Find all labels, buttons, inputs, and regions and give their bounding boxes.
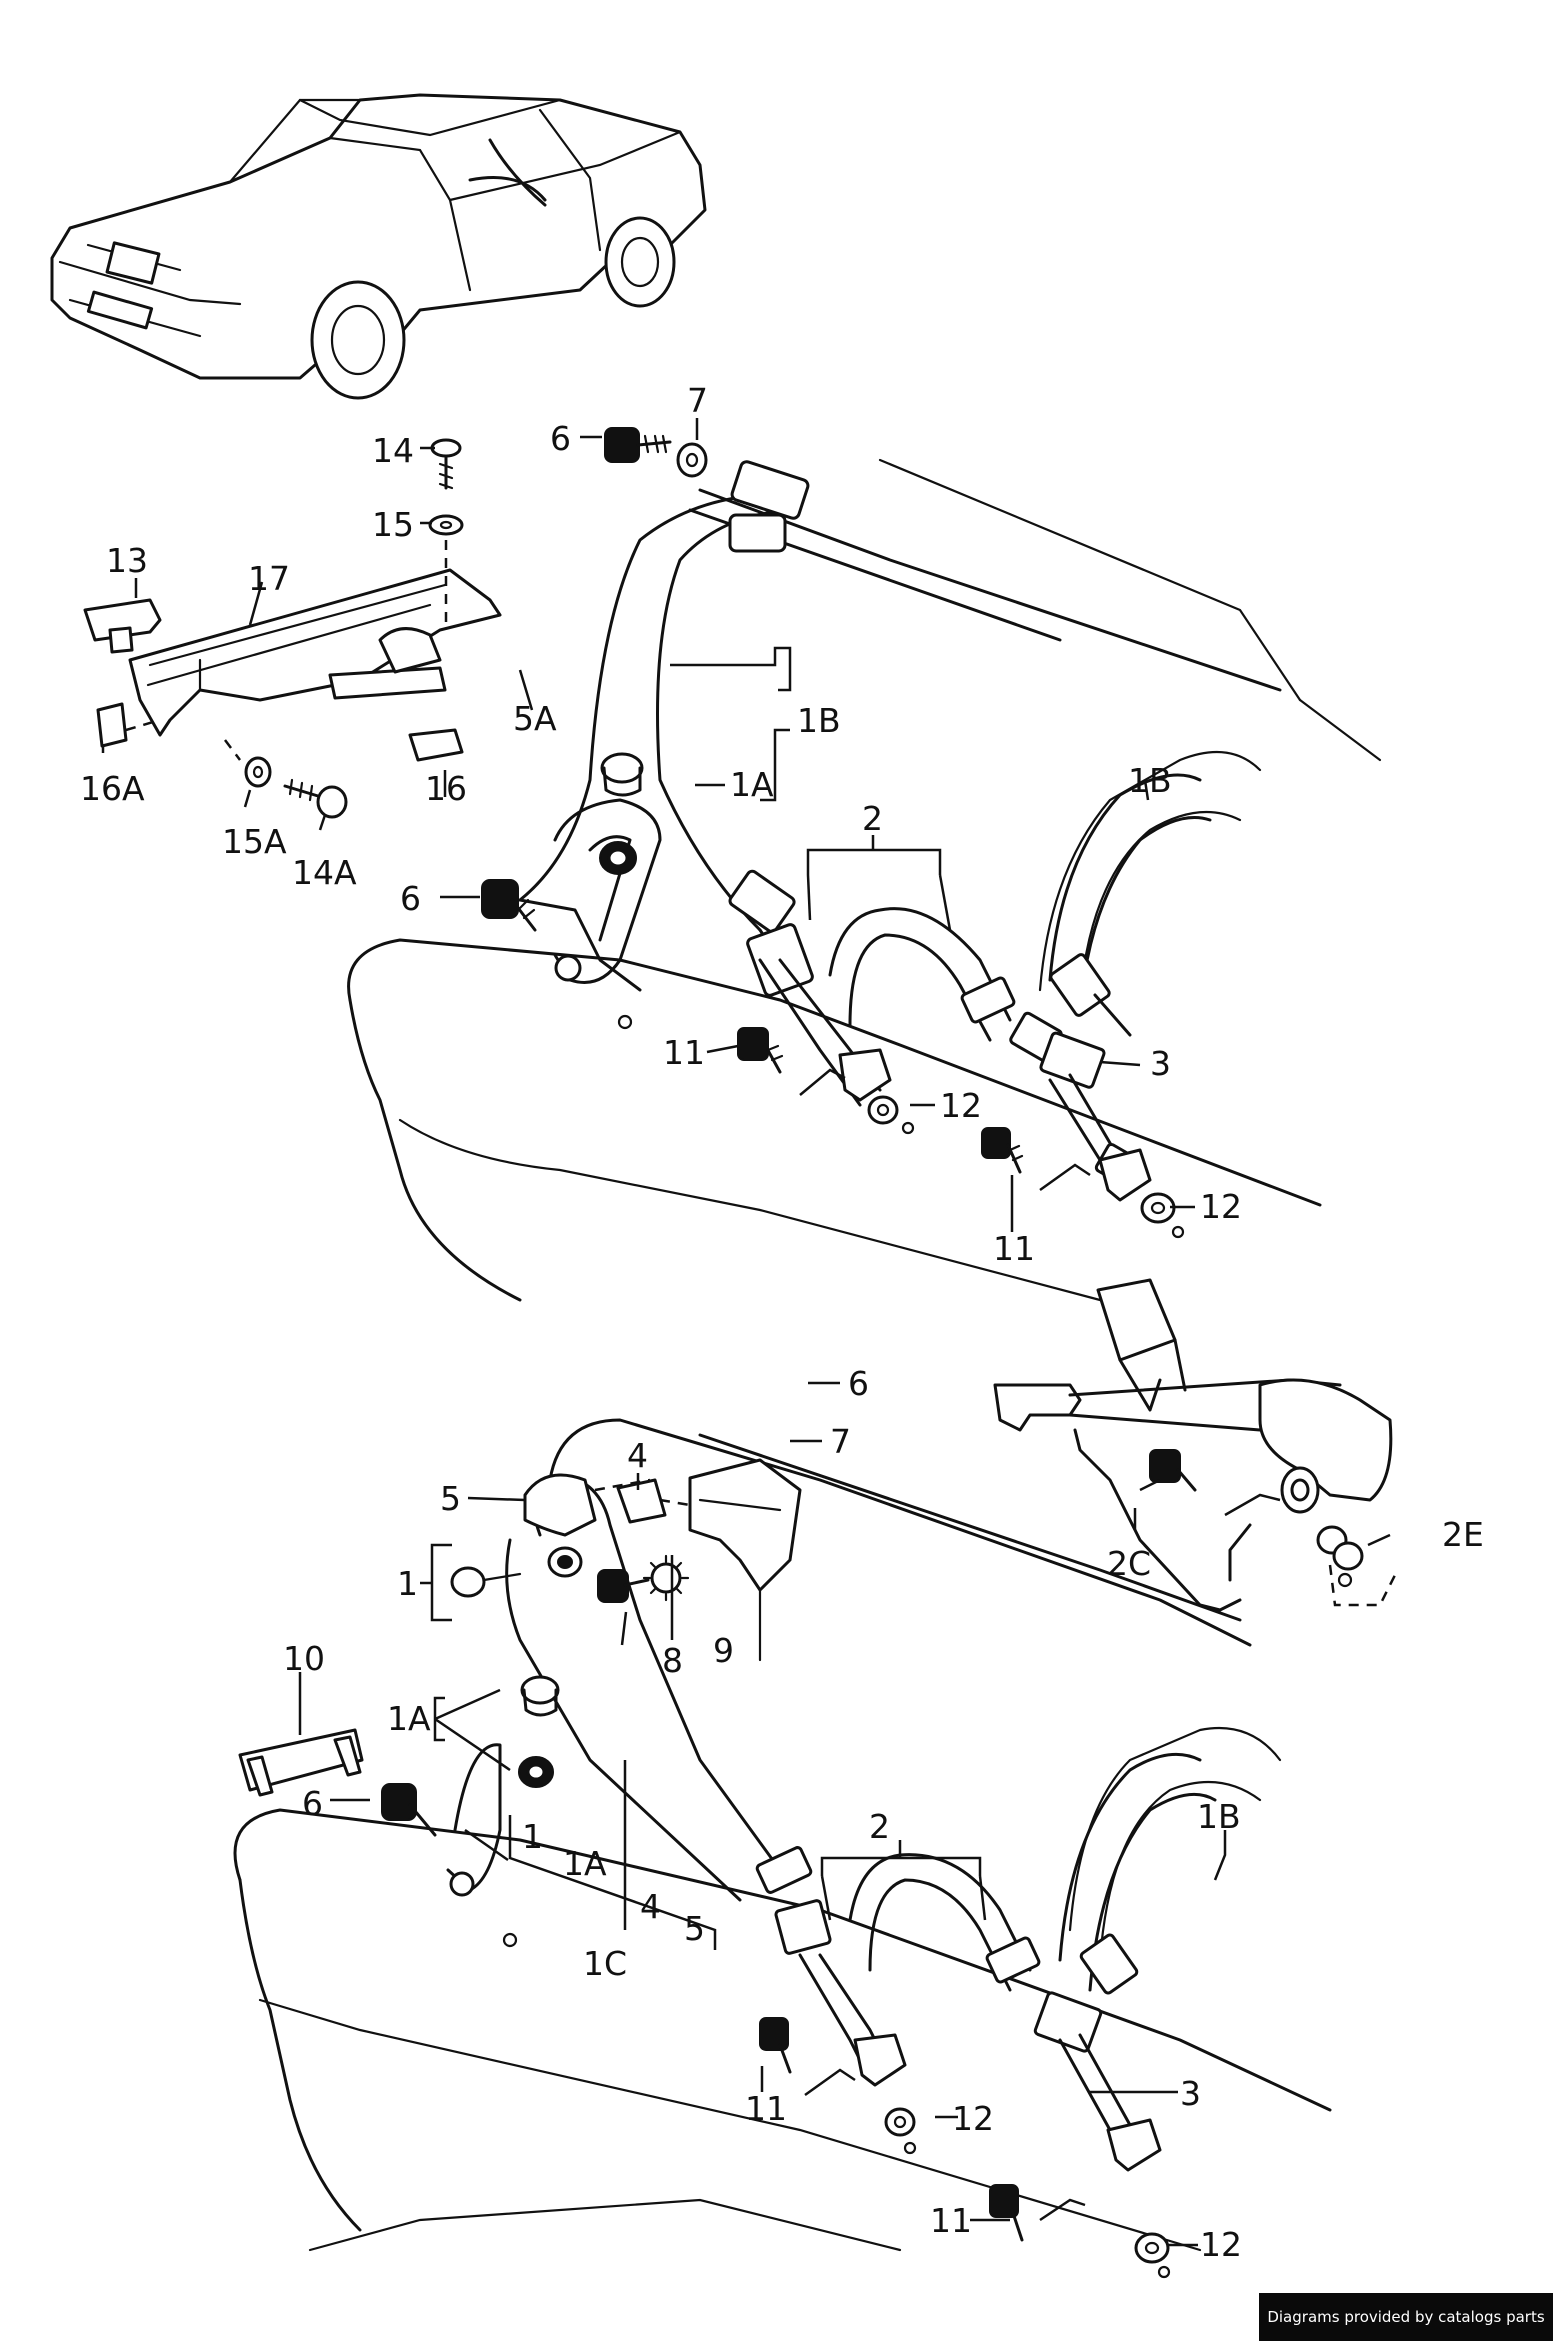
label-2-bottom: 2 <box>869 1807 890 1846</box>
label-1b-top: 1B <box>797 701 841 740</box>
label-3-top: 3 <box>1150 1044 1171 1083</box>
label-2c: 2C <box>1107 1544 1151 1583</box>
label-11-c: 11 <box>745 2089 787 2128</box>
label-11-b: 11 <box>993 1229 1035 1268</box>
label-12-c: 12 <box>952 2099 994 2138</box>
label-9: 9 <box>713 1631 734 1670</box>
label-1b-right-top: 1B <box>1128 761 1172 800</box>
label-17: 17 <box>248 559 290 598</box>
callout-leaders <box>101 418 1391 2247</box>
label-1a-lower: 1A <box>387 1699 431 1738</box>
label-1a-top: 1A <box>730 765 774 804</box>
credit-banner: Diagrams provided by catalogs parts <box>1259 2293 1553 2341</box>
label-14a: 14A <box>292 853 357 892</box>
label-15a: 15A <box>222 822 287 861</box>
label-6-bottom: 6 <box>302 1784 323 1823</box>
label-16: 16 <box>425 769 467 808</box>
lower-belt-assembly <box>238 1458 1217 2279</box>
label-13: 13 <box>106 541 148 580</box>
label-12-d: 12 <box>1200 2225 1242 2264</box>
label-3-bottom: 3 <box>1180 2074 1201 2113</box>
car-illustration <box>50 93 707 400</box>
label-12-a: 12 <box>940 1086 982 1125</box>
label-5-a: 5 <box>440 1479 461 1518</box>
label-5a: 5A <box>513 699 557 738</box>
label-1-a: 1 <box>397 1564 418 1603</box>
label-11-a: 11 <box>663 1033 705 1072</box>
label-2-top: 2 <box>862 799 883 838</box>
label-2e: 2E <box>1442 1515 1484 1554</box>
upper-bolt-6 <box>604 427 708 478</box>
label-7: 7 <box>687 381 708 420</box>
label-11-d: 11 <box>930 2201 972 2240</box>
label-8: 8 <box>662 1641 683 1680</box>
upper-bolts-11-12 <box>737 1027 1185 1239</box>
pillar-trim-assembly <box>83 438 502 819</box>
label-7-lower: 7 <box>830 1422 851 1461</box>
part-labels: 14 7 6 15 13 17 5A 1B 1A 16A 16 15A 14A … <box>80 381 1484 2264</box>
label-1b-bottom: 1B <box>1197 1797 1241 1836</box>
label-5-b: 5 <box>684 1909 705 1948</box>
label-4-a: 4 <box>627 1436 648 1475</box>
label-1a-bottom: 1A <box>563 1844 607 1883</box>
label-6: 6 <box>550 419 571 458</box>
label-1c: 1C <box>583 1944 627 1983</box>
label-10: 10 <box>283 1639 325 1678</box>
label-6-lower: 6 <box>848 1364 869 1403</box>
label-15: 15 <box>372 505 414 544</box>
retractor-2c-inset <box>993 1278 1397 1612</box>
upper-belt-1b <box>518 460 814 997</box>
label-4-b: 4 <box>640 1887 661 1926</box>
label-16a: 16A <box>80 769 145 808</box>
label-6-mid: 6 <box>400 879 421 918</box>
label-12-b: 12 <box>1200 1187 1242 1226</box>
upper-anchor-strap <box>481 752 662 1030</box>
upper-buckle-2 <box>758 773 1212 1202</box>
label-1-b: 1 <box>522 1817 543 1856</box>
label-14: 14 <box>372 431 414 470</box>
upper-seat <box>347 458 1382 1302</box>
